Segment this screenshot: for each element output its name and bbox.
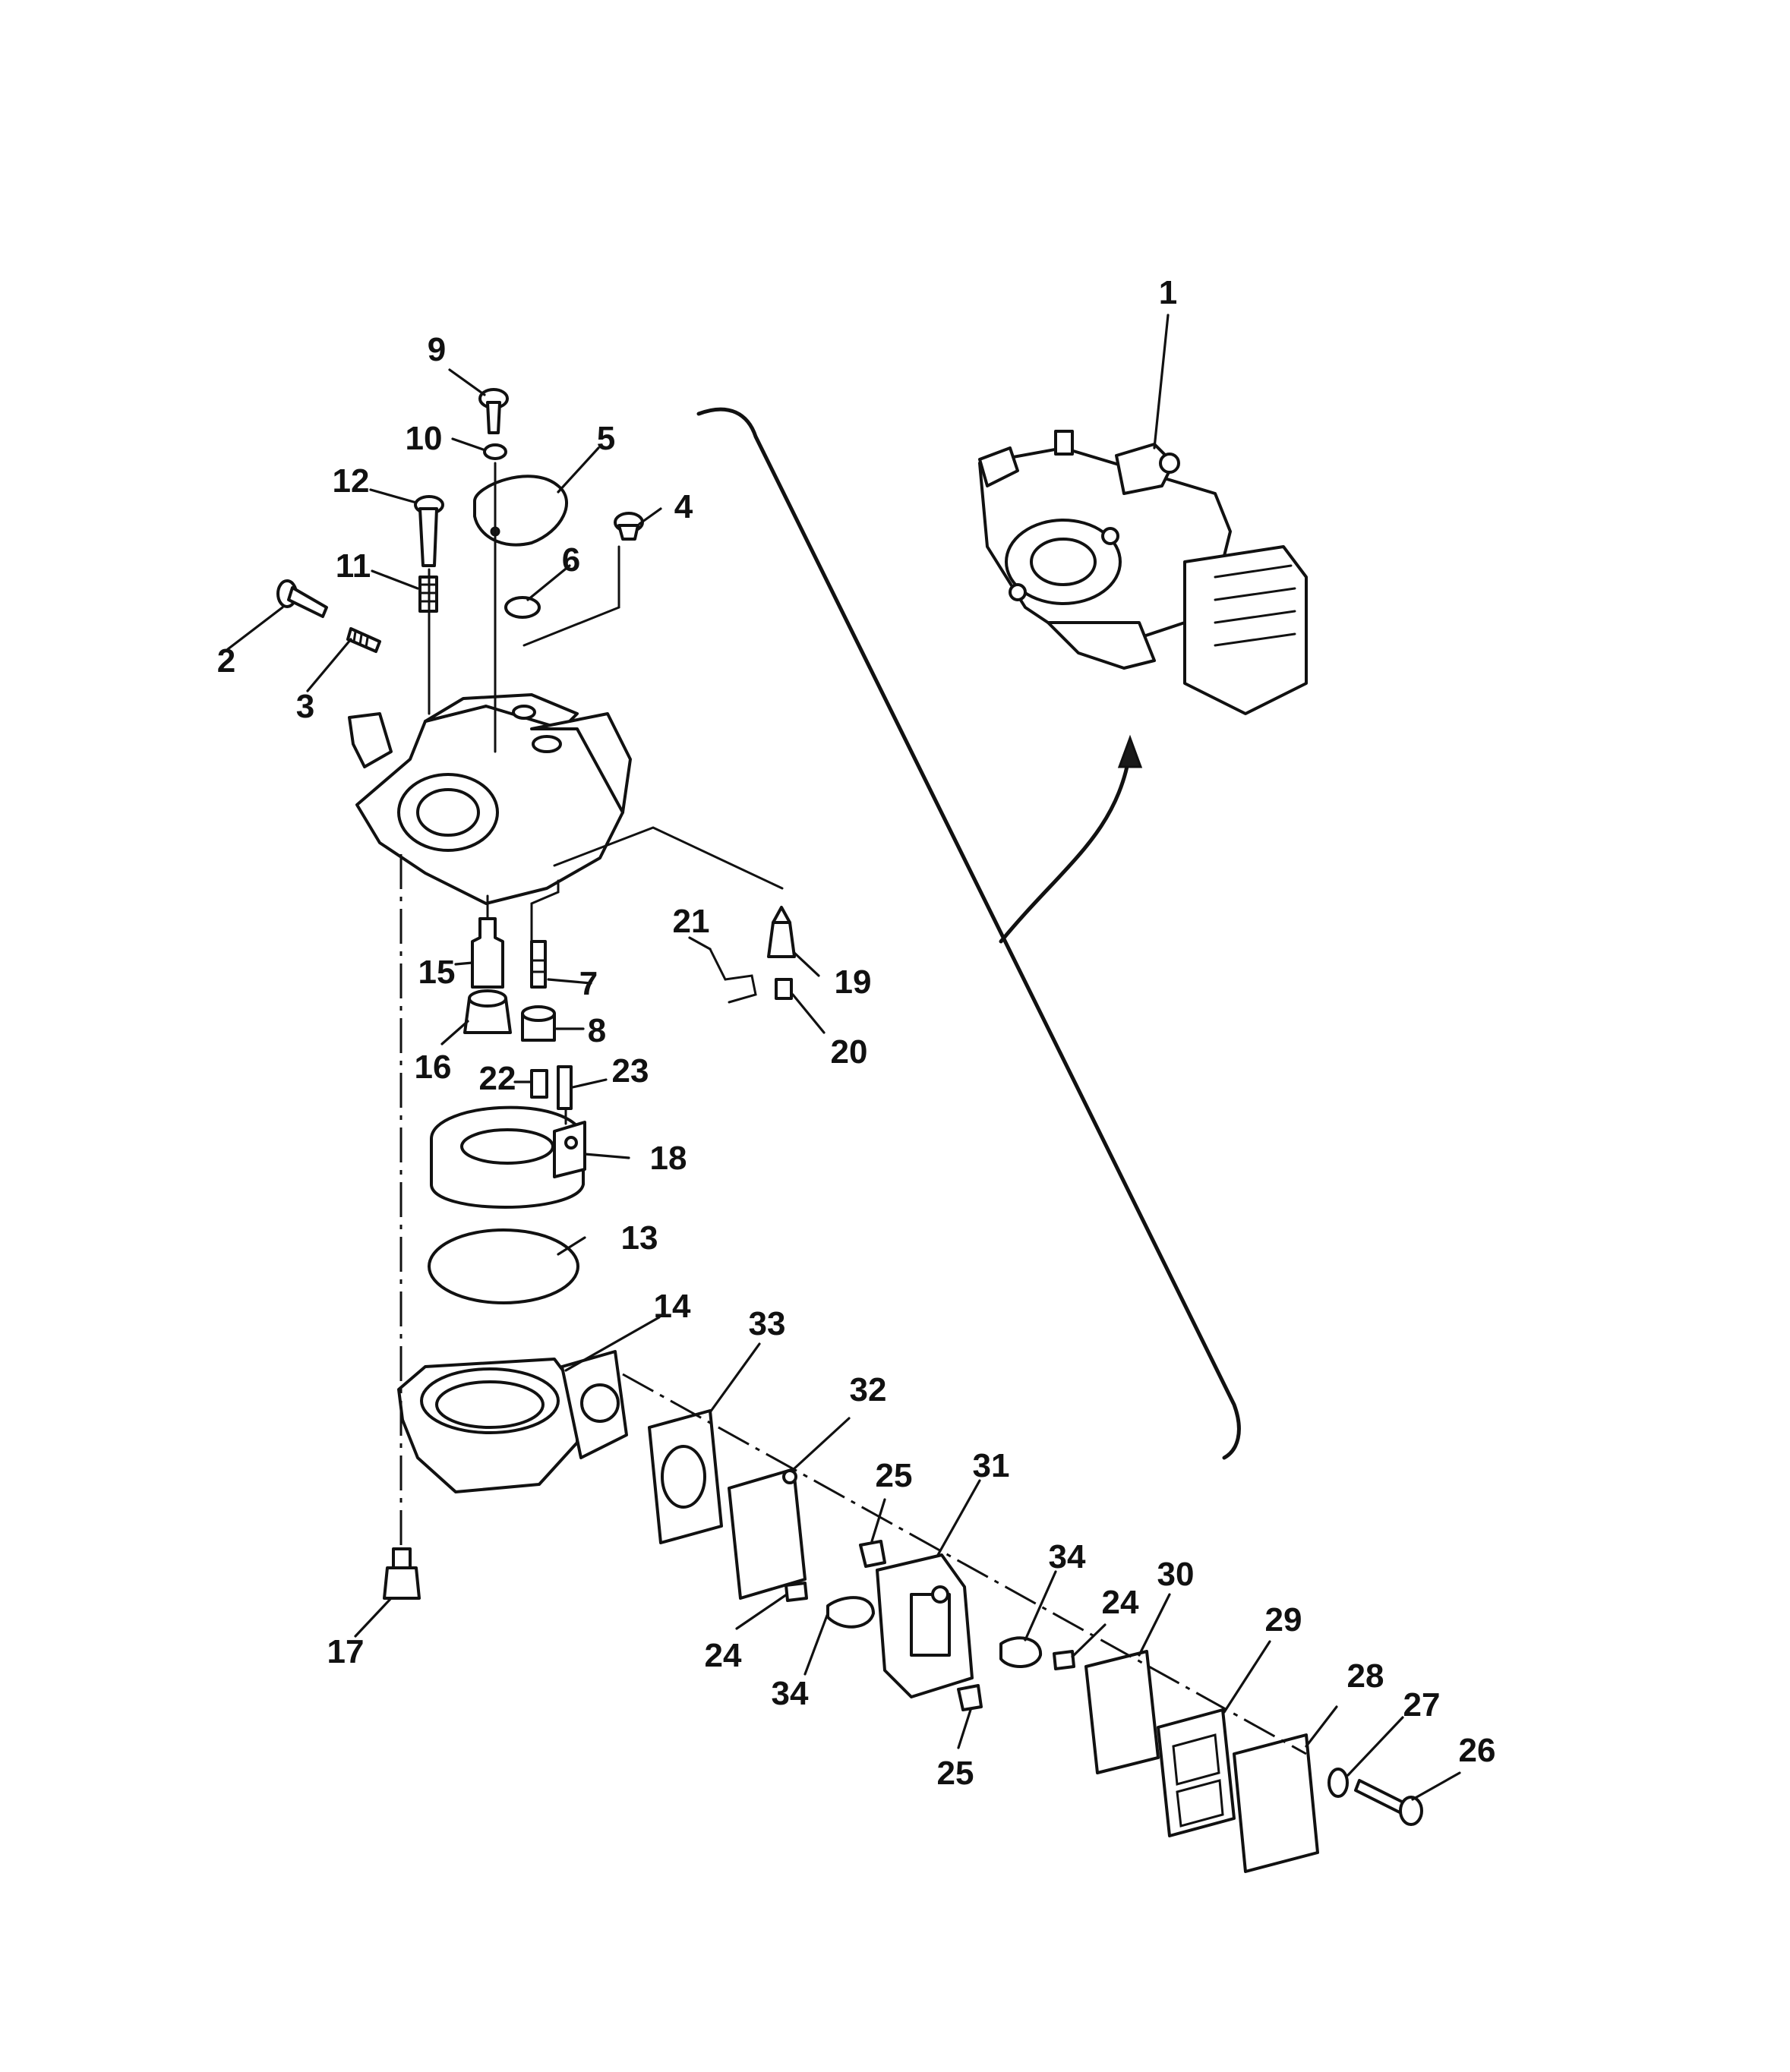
callout-c5: 5 [597, 420, 615, 457]
callout-c12: 12 [333, 462, 370, 500]
screw-12 [414, 495, 444, 567]
callout-c14: 14 [654, 1288, 691, 1325]
callout-c9: 9 [428, 331, 446, 368]
callout-c34a: 34 [772, 1675, 809, 1712]
valve-34-left [826, 1596, 875, 1629]
bracket-line-top [522, 545, 620, 647]
plug-4 [614, 512, 644, 541]
plug-8 [521, 1005, 556, 1042]
leader-lines [226, 314, 1461, 1801]
assembled-carburetor [978, 430, 1308, 715]
screw-22 [530, 1069, 548, 1099]
callout-c10: 10 [406, 420, 443, 457]
cover-28 [1233, 1733, 1319, 1873]
callout-c22: 22 [479, 1060, 516, 1097]
centerline-top [428, 462, 497, 753]
screw-17 [383, 1547, 421, 1600]
gasket-29 [1157, 1708, 1236, 1837]
valve-34-right [999, 1636, 1043, 1669]
cover-5 [473, 475, 568, 547]
callout-c34b: 34 [1049, 1538, 1086, 1575]
carburetor-body [348, 693, 632, 905]
callout-c23: 23 [612, 1052, 649, 1090]
centerline-pump [622, 1373, 1307, 1755]
nut-25-bottom [957, 1684, 983, 1711]
grouping-bracket [696, 407, 1241, 1460]
callout-c25a: 25 [876, 1457, 913, 1494]
screw-3 [346, 627, 381, 653]
pin-23 [557, 1065, 573, 1110]
callout-c33: 33 [749, 1305, 786, 1342]
callout-c28: 28 [1347, 1657, 1384, 1695]
callout-c20: 20 [831, 1033, 868, 1071]
washer-27 [1328, 1768, 1349, 1798]
callout-c24b: 24 [1102, 1584, 1139, 1621]
callout-c11: 11 [336, 547, 371, 585]
nut-16 [463, 989, 512, 1034]
gasket-13 [428, 1228, 579, 1304]
screw-26 [1354, 1779, 1423, 1826]
spring-20 [775, 978, 793, 1000]
screw-24-left [785, 1582, 808, 1602]
diaphragm-32 [728, 1468, 807, 1600]
callout-c31: 31 [973, 1447, 1010, 1484]
centerline-float [486, 894, 567, 1125]
callout-c26: 26 [1459, 1732, 1496, 1769]
arrow-head [1117, 734, 1143, 768]
spring-11 [418, 576, 438, 613]
callout-c21: 21 [673, 903, 710, 940]
callout-c16: 16 [415, 1049, 452, 1086]
callout-c8: 8 [588, 1012, 606, 1049]
callout-c32: 32 [850, 1371, 887, 1408]
callout-c1: 1 [1159, 274, 1177, 311]
screw-9 [478, 388, 509, 434]
callout-c4: 4 [674, 488, 693, 525]
callout-c25b: 25 [937, 1755, 974, 1792]
seal-6 [504, 596, 541, 619]
callout-c19: 19 [835, 963, 872, 1001]
diaphragm-30 [1084, 1650, 1160, 1774]
float-bowl-14 [397, 1350, 628, 1493]
callout-c24a: 24 [705, 1637, 742, 1674]
callout-c13: 13 [621, 1219, 658, 1257]
clip-21 [709, 948, 757, 1004]
callout-c18: 18 [650, 1140, 687, 1177]
jet-7 [530, 940, 547, 989]
pump-body-31 [876, 1553, 974, 1698]
needle-19 [767, 906, 796, 958]
callout-c30: 30 [1157, 1556, 1195, 1593]
callout-c3: 3 [296, 688, 314, 725]
callout-c29: 29 [1265, 1601, 1302, 1638]
callout-c17: 17 [327, 1633, 365, 1670]
callout-c27: 27 [1403, 1686, 1441, 1724]
callout-c6: 6 [562, 541, 580, 579]
jet-15 [471, 917, 504, 989]
screw-24-right [1053, 1650, 1075, 1670]
callout-c7: 7 [579, 965, 598, 1002]
washer-10 [483, 443, 507, 460]
callout-c15: 15 [418, 954, 456, 991]
float-18 [430, 1105, 586, 1209]
screw-2 [276, 579, 328, 618]
nut-25-top [859, 1540, 886, 1568]
bracket-line-mid [530, 826, 784, 943]
callout-c2: 2 [217, 642, 235, 680]
gasket-33 [648, 1409, 723, 1544]
assembly-arrow [999, 749, 1132, 944]
